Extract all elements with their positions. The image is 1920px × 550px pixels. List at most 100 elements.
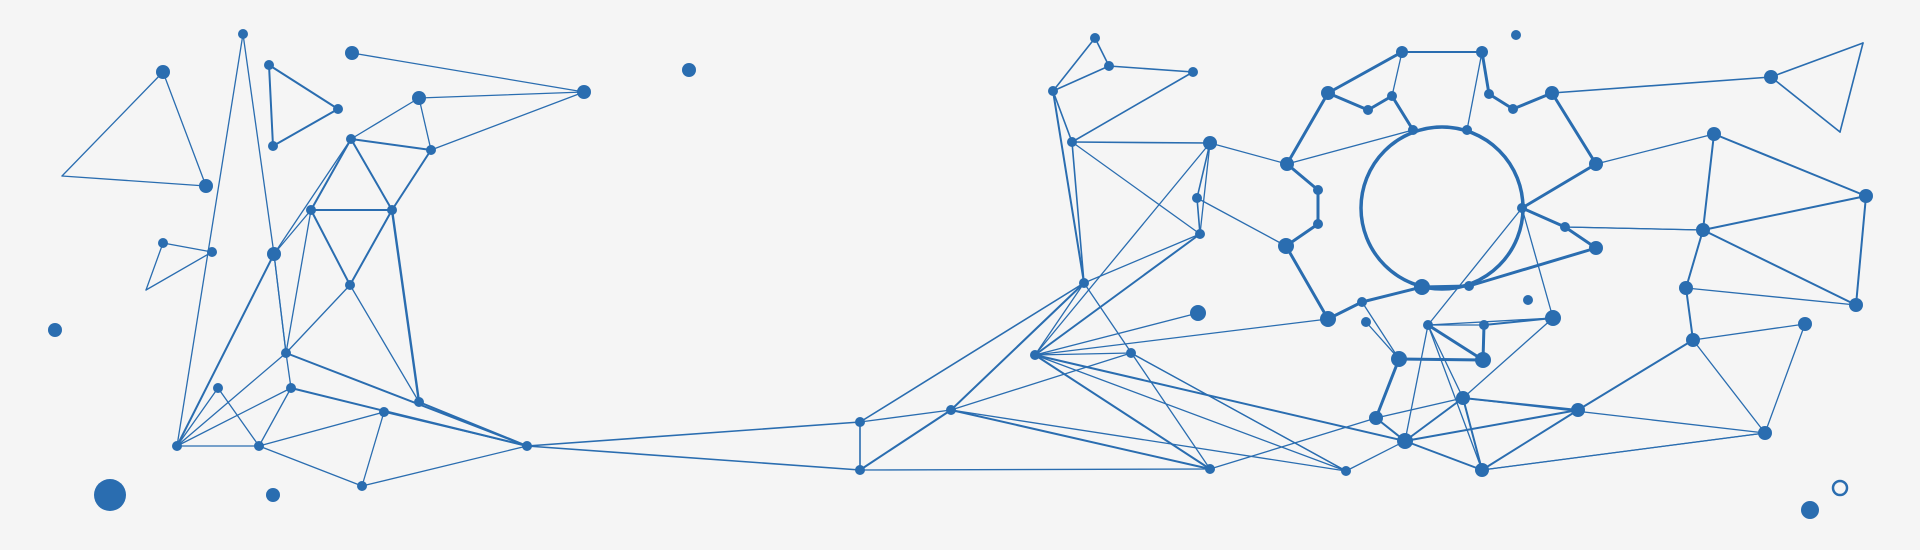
network-edge [1130, 352, 1347, 472]
network-node [426, 145, 436, 155]
network-edge [418, 401, 528, 447]
network-edge [350, 97, 420, 140]
network-edge [1577, 339, 1694, 411]
network-edge [1404, 324, 1429, 442]
network-node [1508, 104, 1518, 114]
network-node [281, 348, 291, 358]
network-edge [1071, 141, 1211, 144]
network-node [1414, 279, 1430, 295]
network-node [946, 405, 956, 415]
network-node [1849, 298, 1863, 312]
network-edge [950, 409, 1211, 470]
network-node [855, 465, 865, 475]
network-node [1090, 33, 1100, 43]
network-edge [418, 97, 432, 151]
network-edge [1404, 409, 1579, 442]
network-edge [1770, 42, 1864, 78]
network-node [158, 238, 168, 248]
network-edge [273, 253, 287, 354]
network-node [266, 488, 280, 502]
network-edge [1404, 440, 1483, 471]
network-node [379, 407, 389, 417]
network-edge [1481, 409, 1579, 471]
network-edge [1481, 432, 1766, 471]
network-node [1696, 223, 1710, 237]
network-edge [1034, 354, 1211, 470]
network-edges [61, 33, 1867, 487]
network-edge [1480, 50, 1491, 96]
network-edge [1196, 197, 1287, 247]
network-node [1067, 137, 1077, 147]
network-node [1387, 91, 1397, 101]
network-edge [1483, 317, 1554, 326]
network-edge [61, 71, 164, 177]
network-edge [258, 411, 385, 447]
network-edge [418, 91, 585, 99]
network-edge [1034, 318, 1329, 356]
network-edge [349, 284, 420, 403]
network-edge [1034, 352, 1132, 356]
network-edge [1286, 129, 1414, 165]
network-edge [273, 209, 312, 255]
network-node [1313, 219, 1323, 229]
network-edge [61, 175, 207, 187]
network-edge [1052, 90, 1073, 143]
network-edge [1520, 162, 1598, 210]
network-edge [1770, 76, 1841, 133]
network-edge [1551, 76, 1772, 94]
network-edge [1108, 65, 1194, 73]
network-edge [1052, 37, 1096, 92]
network-node [1361, 317, 1371, 327]
network-edge [1764, 323, 1806, 434]
network-edge [1034, 312, 1199, 356]
network-edge [1345, 440, 1406, 472]
network-node [1396, 46, 1408, 58]
network-edge [950, 282, 1085, 411]
network-node [1321, 86, 1335, 100]
network-edge [176, 387, 292, 447]
network-node [1589, 241, 1603, 255]
network-node [1048, 86, 1058, 96]
network-node [1462, 125, 1472, 135]
network-node [1369, 411, 1383, 425]
network-node [199, 179, 213, 193]
network-edge [217, 387, 260, 447]
network-edge [1702, 133, 1715, 231]
network-edge [1196, 197, 1201, 235]
network-edge [1427, 324, 1483, 471]
network-edge [1467, 246, 1598, 288]
network-node [1423, 320, 1433, 330]
network-edge [1199, 142, 1211, 235]
gear-ring [1359, 125, 1525, 291]
network-node [855, 417, 865, 427]
network-node [414, 397, 424, 407]
network-node [1190, 305, 1206, 321]
network-edge [176, 387, 219, 447]
network-edge [1375, 397, 1464, 419]
network-node [1571, 403, 1585, 417]
network-edge [1071, 141, 1085, 284]
network-edge [1196, 142, 1211, 199]
network-edge [273, 138, 352, 255]
network-node [1545, 310, 1561, 326]
network-edge [1326, 91, 1370, 112]
network-edge [1521, 207, 1554, 319]
network-node [1764, 70, 1778, 84]
network-edge [145, 251, 213, 291]
network-edge [1071, 141, 1201, 235]
network-edge [310, 138, 352, 211]
network-edge [1094, 37, 1110, 67]
network-node [1363, 105, 1373, 115]
network-node [1203, 136, 1217, 150]
network-edge [349, 209, 393, 286]
network-edge [1365, 321, 1400, 360]
network-edge [1462, 397, 1766, 434]
network-node [345, 46, 359, 60]
network-edge [1209, 417, 1377, 470]
network-node [213, 383, 223, 393]
network-node [1511, 30, 1521, 40]
network-edge [1083, 233, 1201, 284]
network-edge [258, 445, 363, 487]
network-node [1192, 193, 1202, 203]
